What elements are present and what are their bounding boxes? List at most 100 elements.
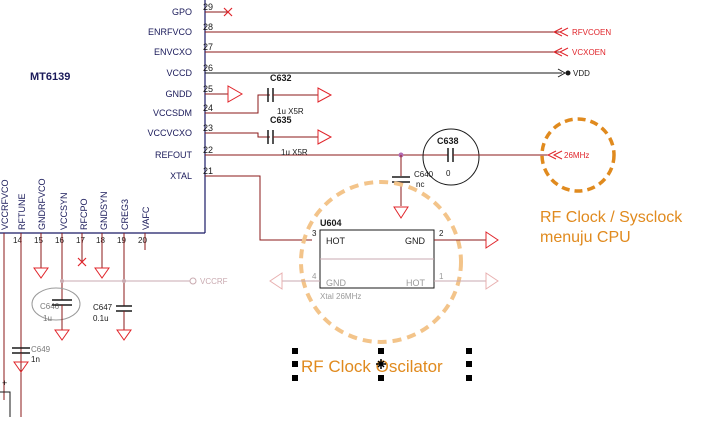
pin-vccsyn: VCCSYN 16	[55, 192, 69, 300]
pin-label: CREG3	[120, 199, 130, 230]
pin-number: 14	[13, 236, 22, 245]
pin-number: 17	[76, 236, 85, 245]
capacitor-c638: C638 0	[422, 128, 548, 186]
pin-number: 4	[312, 272, 317, 281]
pin-gndd: GNDD 25	[166, 84, 244, 103]
port-circle-icon	[189, 277, 197, 285]
pin-number: 18	[96, 236, 105, 245]
right-pins: GPO 29 ENRFVCO 28 RFVCOEN ENVCXO 27 VCXO…	[147, 2, 611, 241]
oscillator-subtitle: Xtal 26MHz	[320, 292, 361, 301]
pin-vccd: VCCD 26 VDD	[166, 63, 590, 78]
pin-vafc: VAFC 20	[138, 206, 151, 250]
move-cursor-icon	[376, 359, 386, 369]
capacitor-c647: C647 0.1u	[93, 303, 132, 341]
selected-textbox-oscillator[interactable]: RF Clock Oscilator	[292, 348, 472, 381]
pin-number: 28	[203, 22, 213, 32]
selection-handles[interactable]	[292, 348, 472, 381]
pin-number: 29	[203, 2, 213, 12]
pin-label: RFCPO	[79, 199, 89, 231]
junction-dot	[60, 279, 64, 283]
pin-label: VAFC	[141, 206, 151, 230]
resize-handle-top-left[interactable]	[292, 348, 298, 354]
pin-number: 27	[203, 42, 213, 52]
resize-handle-bottom-left[interactable]	[292, 375, 298, 381]
net-label-26mhz: 26MHz	[564, 151, 589, 160]
port-arrow-icon	[557, 68, 567, 78]
capacitor-c649: C649 1n	[12, 345, 51, 373]
component-ref: C646	[40, 302, 60, 311]
no-connect-x-icon	[223, 7, 233, 17]
pin-label-gnd: GND	[326, 278, 347, 288]
ground-arrow-icon	[317, 129, 333, 145]
pin-label: RFTUNE	[17, 194, 27, 231]
no-connect-x-icon	[77, 257, 87, 267]
pin-label: ENRFVCO	[148, 27, 192, 37]
pin-number: 25	[203, 84, 213, 94]
component-value: 0.1u	[93, 314, 109, 323]
pin-gndrfvco: GNDRFVCO 15	[33, 179, 49, 279]
pin-label: GPO	[172, 7, 192, 17]
net-wire	[205, 175, 312, 241]
pin-label-hot: HOT	[326, 236, 346, 246]
pin-number: 3	[312, 229, 317, 238]
component-value: 0	[446, 169, 451, 178]
oscillator-u604: U604 3 HOT 2 GND 4 GND 1 HOT Xtal 26MHz	[269, 180, 499, 344]
pin-label-hot: HOT	[406, 278, 426, 288]
pin-number: 20	[138, 236, 147, 245]
ground-arrow-icon	[54, 329, 70, 341]
component-value: 1n	[31, 355, 40, 364]
pin-label: VCCSDM	[153, 108, 192, 118]
annotation-rf-clock-line2: menuju CPU	[540, 229, 631, 246]
resize-handle-top-right[interactable]	[466, 348, 472, 354]
component-value: 1u X5R	[281, 148, 308, 157]
component-value: 1u	[43, 314, 52, 323]
capacitor-c632: C632 1u X5R	[267, 73, 333, 116]
ground-arrow-icon	[485, 272, 499, 290]
port-arrow-icon	[552, 47, 569, 57]
pin-label: ENVCXO	[154, 47, 192, 57]
capacitor-c635: C635 1u X5R	[267, 115, 333, 157]
pin-creg3: CREG3 19	[117, 199, 130, 306]
chip-name: MT6139	[30, 71, 70, 83]
pin-label: VCCD	[166, 68, 192, 78]
annotation-oscillator[interactable]: RF Clock Oscilator	[301, 357, 443, 376]
component-ref: C640	[414, 170, 434, 179]
pin-label: GNDSYN	[99, 191, 109, 230]
pin-rfcpo: RFCPO 17	[76, 199, 89, 267]
component-ref: C632	[270, 73, 292, 83]
pin-gpo: GPO 29	[172, 2, 233, 17]
pin-vccvcxo: VCCVCXO 23	[147, 123, 270, 138]
pin-label: VCCRFVCO	[0, 179, 10, 230]
pin-number: 1	[439, 272, 444, 281]
resize-handle-top-center[interactable]	[378, 348, 384, 354]
pin-rftune: RFTUNE 14	[13, 194, 27, 417]
resize-handle-mid-left[interactable]	[292, 361, 298, 367]
pin-number: 15	[34, 236, 43, 245]
ground-arrow-icon	[317, 87, 333, 103]
net-label-vccrf: VCCRF	[200, 277, 228, 286]
ground-arrow-icon	[13, 361, 29, 373]
component-value: nc	[416, 180, 424, 189]
bottom-left-fragment: +	[0, 378, 11, 417]
net-wire	[205, 132, 270, 138]
port-arrow-icon	[546, 150, 563, 160]
ground-arrow-icon	[227, 85, 244, 103]
resize-handle-bottom-right[interactable]	[466, 375, 472, 381]
pin-refout: REFOUT 22	[155, 145, 448, 160]
pin-number: 24	[203, 103, 213, 113]
pin-xtal: XTAL 21	[170, 166, 312, 241]
port-arrow-icon	[552, 27, 569, 37]
resize-handle-mid-right[interactable]	[466, 361, 472, 367]
net-wire	[205, 94, 270, 114]
resize-handle-bottom-center[interactable]	[378, 375, 384, 381]
pin-number: 19	[117, 236, 126, 245]
capacitor-c646: C646 1u	[31, 287, 81, 341]
partial-symbol	[0, 391, 11, 417]
net-label-rfvcoen: RFVCOEN	[572, 28, 611, 37]
pin-envcxo: ENVCXO 27 VCXOEN	[154, 42, 606, 57]
component-value: 1u X5R	[277, 107, 304, 116]
pin-label: XTAL	[170, 171, 192, 181]
ground-arrow-icon	[94, 267, 110, 279]
